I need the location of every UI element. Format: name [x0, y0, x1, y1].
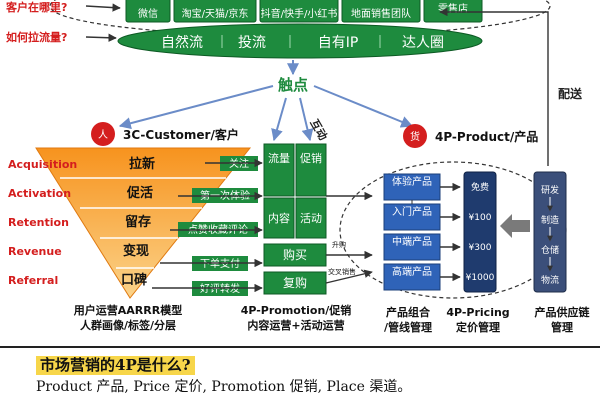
caption-product-mix-sub: /管线管理: [384, 320, 432, 334]
bottom-title: 市场营销的4P是什么?: [36, 356, 195, 375]
price-100: ¥100: [469, 213, 492, 223]
delivery-path: [439, 7, 549, 166]
channel-taobao: 淘宝/天猫/京东: [173, 0, 257, 23]
channel-row: 微信 淘宝/天猫/京东 抖音/快手/小红书 地面销售团队 零售店: [125, 0, 483, 23]
stage-en: Retention: [8, 216, 69, 229]
caption-aarrr-sub: 人群画像/标签/分层: [80, 318, 176, 332]
tier-mid: 中端产品: [392, 235, 432, 248]
price-300: ¥300: [469, 243, 492, 253]
flow-cross-sell: 交叉销售: [328, 267, 356, 276]
stage-en: Acquisition: [8, 158, 77, 171]
supply-logistics: 物流: [541, 274, 559, 286]
supply-warehouse: 仓储: [541, 244, 559, 256]
channel-label: 地面销售团队: [351, 7, 411, 20]
tier-entry: 入门产品: [392, 205, 432, 218]
channel-wechat: 微信: [125, 0, 171, 23]
goods-icon: 货: [410, 130, 420, 143]
bottom-panel: 市场营销的4P是什么? Product 产品, Price 定价, Promot…: [0, 346, 600, 400]
traffic-own-ip: 自有IP: [318, 35, 359, 51]
supply-arrow-icon: [500, 214, 530, 238]
caption-supply-sub: 管理: [551, 320, 573, 334]
channel-label: 零售店: [438, 2, 468, 15]
flow-upgrade: 升购: [332, 240, 346, 249]
stage-cn: 拉新: [129, 156, 155, 172]
caption-aarrr: 用户运营AARRR模型: [74, 303, 182, 317]
caption-promotion-sub: 内容运营+活动运营: [247, 318, 344, 332]
tier-trial: 体验产品: [392, 175, 432, 188]
traffic-paid: 投流: [238, 35, 266, 51]
channel-label: 微信: [138, 7, 158, 20]
promo-activity: 活动: [300, 212, 322, 225]
pricing-column: [463, 171, 497, 293]
caption-product-mix: 产品组合: [386, 305, 431, 319]
stage-cn: 变现: [123, 243, 149, 259]
caption-pricing-sub: 定价管理: [456, 320, 500, 334]
price-levels: 免费 ¥100 ¥300 ¥1000: [466, 181, 495, 283]
stage-cn: 口碑: [121, 272, 147, 288]
promotion-blocks: 流量 促销 内容 活动 购买 复购: [263, 143, 327, 295]
price-free: 免费: [471, 181, 489, 193]
person-icon: 人: [98, 129, 108, 141]
diagram-canvas: 客户在哪里? 如何拉流量? 微信 淘宝/天猫/京东 抖音/快手/小红书 地面销售…: [5, 0, 591, 334]
promo-traffic: 流量: [268, 151, 290, 165]
funnel-stage-lines: [60, 177, 226, 269]
product-label: 4P-Product/产品: [435, 129, 538, 144]
stage-en: Referral: [8, 274, 58, 287]
traffic-natural: 自然流: [161, 34, 203, 51]
tier-high: 高端产品: [392, 265, 432, 278]
product-badge: 货 4P-Product/产品: [403, 124, 538, 148]
touchpoint-label: 触点: [278, 76, 308, 94]
stage-cn: 留存: [125, 214, 151, 230]
supply-manufacture: 制造: [541, 214, 559, 226]
delivery-label: 配送: [558, 86, 583, 101]
aarrr-stages: Acquisition 拉新 Activation 促活 Retention 留…: [8, 156, 155, 288]
channel-douyin: 抖音/快手/小红书: [259, 0, 339, 23]
supply-rd: 研发: [541, 184, 559, 196]
promo-repurchase: 复购: [283, 275, 307, 290]
supply-chain-steps: 研发 制造 仓储 物流: [541, 184, 559, 286]
channel-ground-team: 地面销售团队: [341, 0, 421, 23]
stage-en: Revenue: [8, 245, 62, 258]
channel-label: 淘宝/天猫/京东: [182, 7, 249, 20]
question-where-customers: 客户在哪里?: [5, 0, 67, 14]
channel-label: 抖音/快手/小红书: [261, 7, 338, 20]
bottom-description: Product 产品, Price 定价, Promotion 促销, Plac…: [36, 379, 412, 395]
caption-promotion: 4P-Promotion/促销: [241, 303, 352, 317]
channel-retail: 零售店: [423, 0, 483, 23]
captions: 用户运营AARRR模型 人群画像/标签/分层 4P-Promotion/促销 内…: [74, 303, 591, 334]
stage-en: Activation: [8, 187, 71, 200]
customer-badge: 人 3C-Customer/客户: [91, 122, 239, 146]
traffic-methods: 自然流 投流 自有IP 达人圈: [161, 34, 444, 51]
question-how-traffic: 如何拉流量?: [6, 30, 67, 44]
caption-supply: 产品供应链: [535, 305, 591, 319]
traffic-influencer: 达人圈: [402, 35, 444, 51]
interaction-label: 互动: [307, 117, 330, 143]
promo-content: 内容: [268, 211, 290, 225]
caption-pricing: 4P-Pricing: [446, 306, 509, 319]
promo-purchase: 购买: [283, 247, 307, 262]
promo-promotion: 促销: [300, 151, 322, 165]
product-tiers: 体验产品 入门产品 中端产品 高端产品: [383, 173, 441, 291]
price-1000: ¥1000: [466, 273, 495, 283]
stage-cn: 促活: [126, 185, 153, 201]
traffic-ellipse: [117, 23, 483, 59]
customer-label: 3C-Customer/客户: [123, 127, 239, 142]
